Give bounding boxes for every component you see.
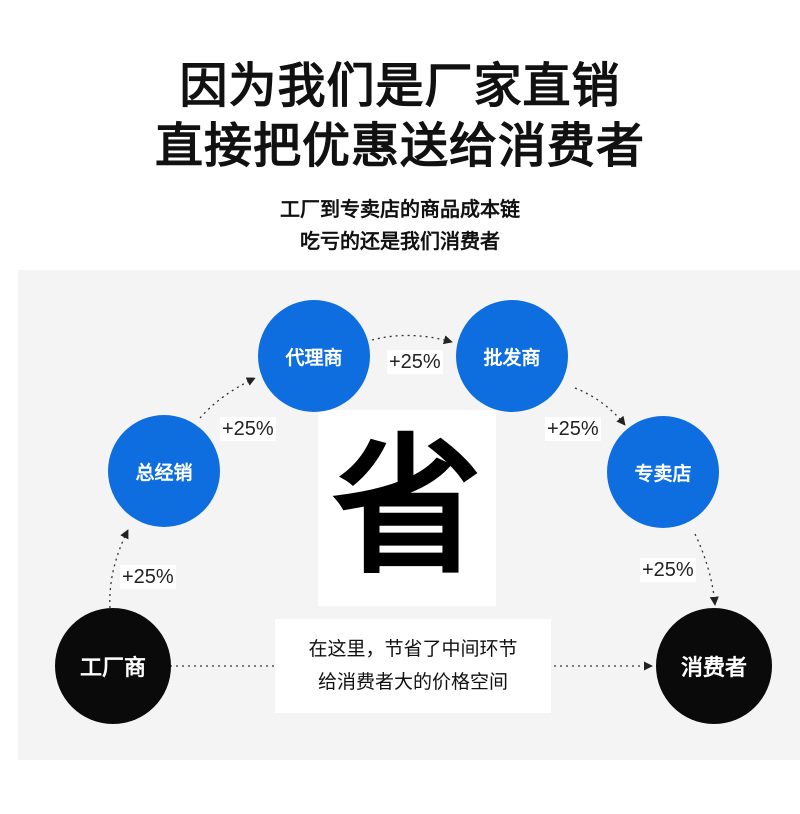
node-agent-label: 代理商 bbox=[285, 346, 343, 369]
markup-label: +25% bbox=[387, 350, 443, 374]
save-character: 省 bbox=[331, 421, 482, 595]
node-distributor-label: 总经销 bbox=[135, 461, 193, 484]
savings-note-line2: 给消费者大的价格空间 bbox=[317, 671, 508, 693]
header: 因为我们是厂家直销 直接把优惠送给消费者 工厂到专卖店的商品成本链 吃亏的还是我… bbox=[0, 0, 800, 270]
node-consumer-label: 消费者 bbox=[680, 656, 747, 681]
arrow-store-to-consumer bbox=[694, 533, 719, 606]
savings-note-line1: 在这里，节省了中间环节 bbox=[308, 637, 518, 660]
savings-note: 在这里，节省了中间环节 给消费者大的价格空间 bbox=[275, 619, 551, 713]
node-consumer: 消费者 bbox=[656, 608, 772, 724]
node-store-label: 专卖店 bbox=[634, 462, 692, 485]
markup-label: +25% bbox=[120, 565, 176, 589]
node-distributor: 总经销 bbox=[108, 415, 220, 527]
arrow-distributor-to-agent bbox=[199, 377, 256, 419]
arrow-factory-to-distributor bbox=[109, 529, 129, 609]
node-wholesaler: 批发商 bbox=[456, 300, 568, 412]
node-factory-label: 工厂商 bbox=[79, 656, 146, 681]
node-factory: 工厂商 bbox=[55, 608, 171, 724]
title-line2: 直接把优惠送给消费者 bbox=[154, 118, 645, 174]
subtitle-line2: 吃亏的还是我们消费者 bbox=[300, 229, 500, 253]
markup-label: +25% bbox=[640, 558, 696, 582]
node-agent: 代理商 bbox=[258, 300, 370, 412]
node-store: 专卖店 bbox=[607, 416, 719, 528]
arrow-agent-to-wholesaler bbox=[371, 334, 453, 345]
title-line1: 因为我们是厂家直销 bbox=[179, 58, 621, 114]
save-character-box: 省 bbox=[318, 410, 496, 606]
markup-label: +25% bbox=[545, 417, 601, 441]
markup-label: +25% bbox=[220, 417, 276, 441]
subtitle-line1: 工厂到专卖店的商品成本链 bbox=[280, 197, 520, 221]
arrow-wholesaler-to-store bbox=[574, 387, 626, 426]
node-wholesaler-label: 批发商 bbox=[483, 346, 541, 369]
